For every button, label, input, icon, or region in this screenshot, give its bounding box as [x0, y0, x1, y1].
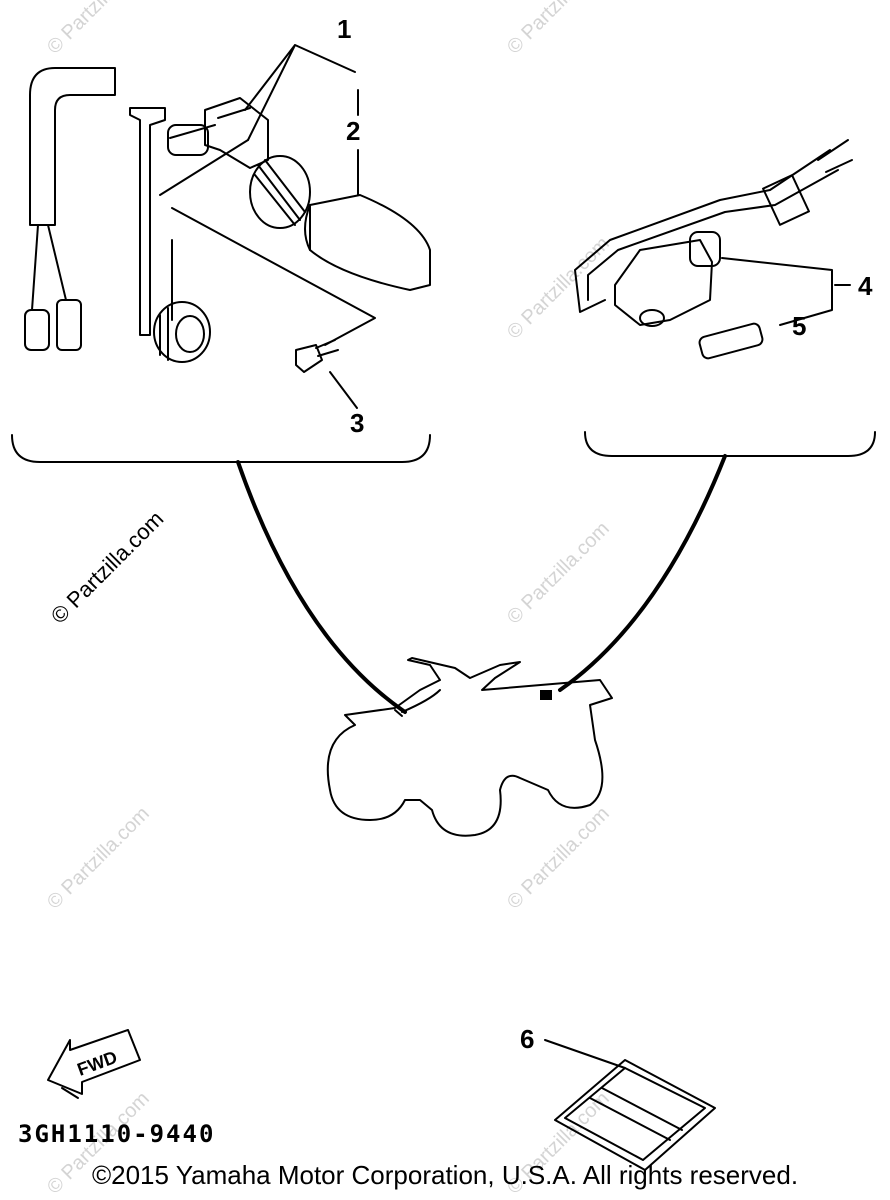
- watermark: © Partzilla.com: [43, 0, 154, 59]
- callout-4: 4: [858, 271, 873, 301]
- callout-6: 6: [520, 1024, 534, 1054]
- fuse: [698, 322, 764, 360]
- switch-body: [309, 194, 431, 291]
- screw: [295, 344, 323, 373]
- part-code: 3GH1110-9440: [18, 1120, 216, 1148]
- callout-2: 2: [346, 116, 360, 146]
- owners-manual: [544, 1039, 716, 1171]
- callout-1: 1: [337, 14, 351, 44]
- watermark: © Partzilla.com: [503, 803, 614, 914]
- wire-connector: [56, 299, 82, 351]
- callout-5: 5: [792, 311, 806, 341]
- wire-connector: [24, 309, 50, 351]
- watermark: © Partzilla.com: [503, 0, 614, 59]
- copyright: ©2015 Yamaha Motor Corporation, U.S.A. A…: [91, 1160, 799, 1190]
- fwd-label: FWD: [75, 1047, 120, 1080]
- atv-outline: [326, 657, 613, 837]
- watermark-dark: © Partzilla.com: [46, 506, 169, 629]
- callout-3: 3: [350, 408, 364, 438]
- left-assembly: [11, 44, 431, 463]
- wire-harness: [29, 67, 116, 226]
- fwd-arrow: FWD: [47, 1029, 141, 1099]
- watermarks: © Partzilla.com © Partzilla.com © Partzi…: [43, 0, 614, 1199]
- right-assembly: [574, 139, 876, 457]
- watermark: © Partzilla.com: [503, 518, 614, 629]
- left-pointer-curve: [236, 460, 407, 714]
- nut: [153, 301, 211, 363]
- relay: [614, 239, 713, 326]
- watermark: © Partzilla.com: [43, 803, 154, 914]
- right-pointer-curve: [558, 454, 727, 692]
- watermark: © Partzilla.com: [503, 233, 614, 344]
- relay-location-marker: [540, 690, 552, 700]
- threaded-ring: [249, 155, 311, 229]
